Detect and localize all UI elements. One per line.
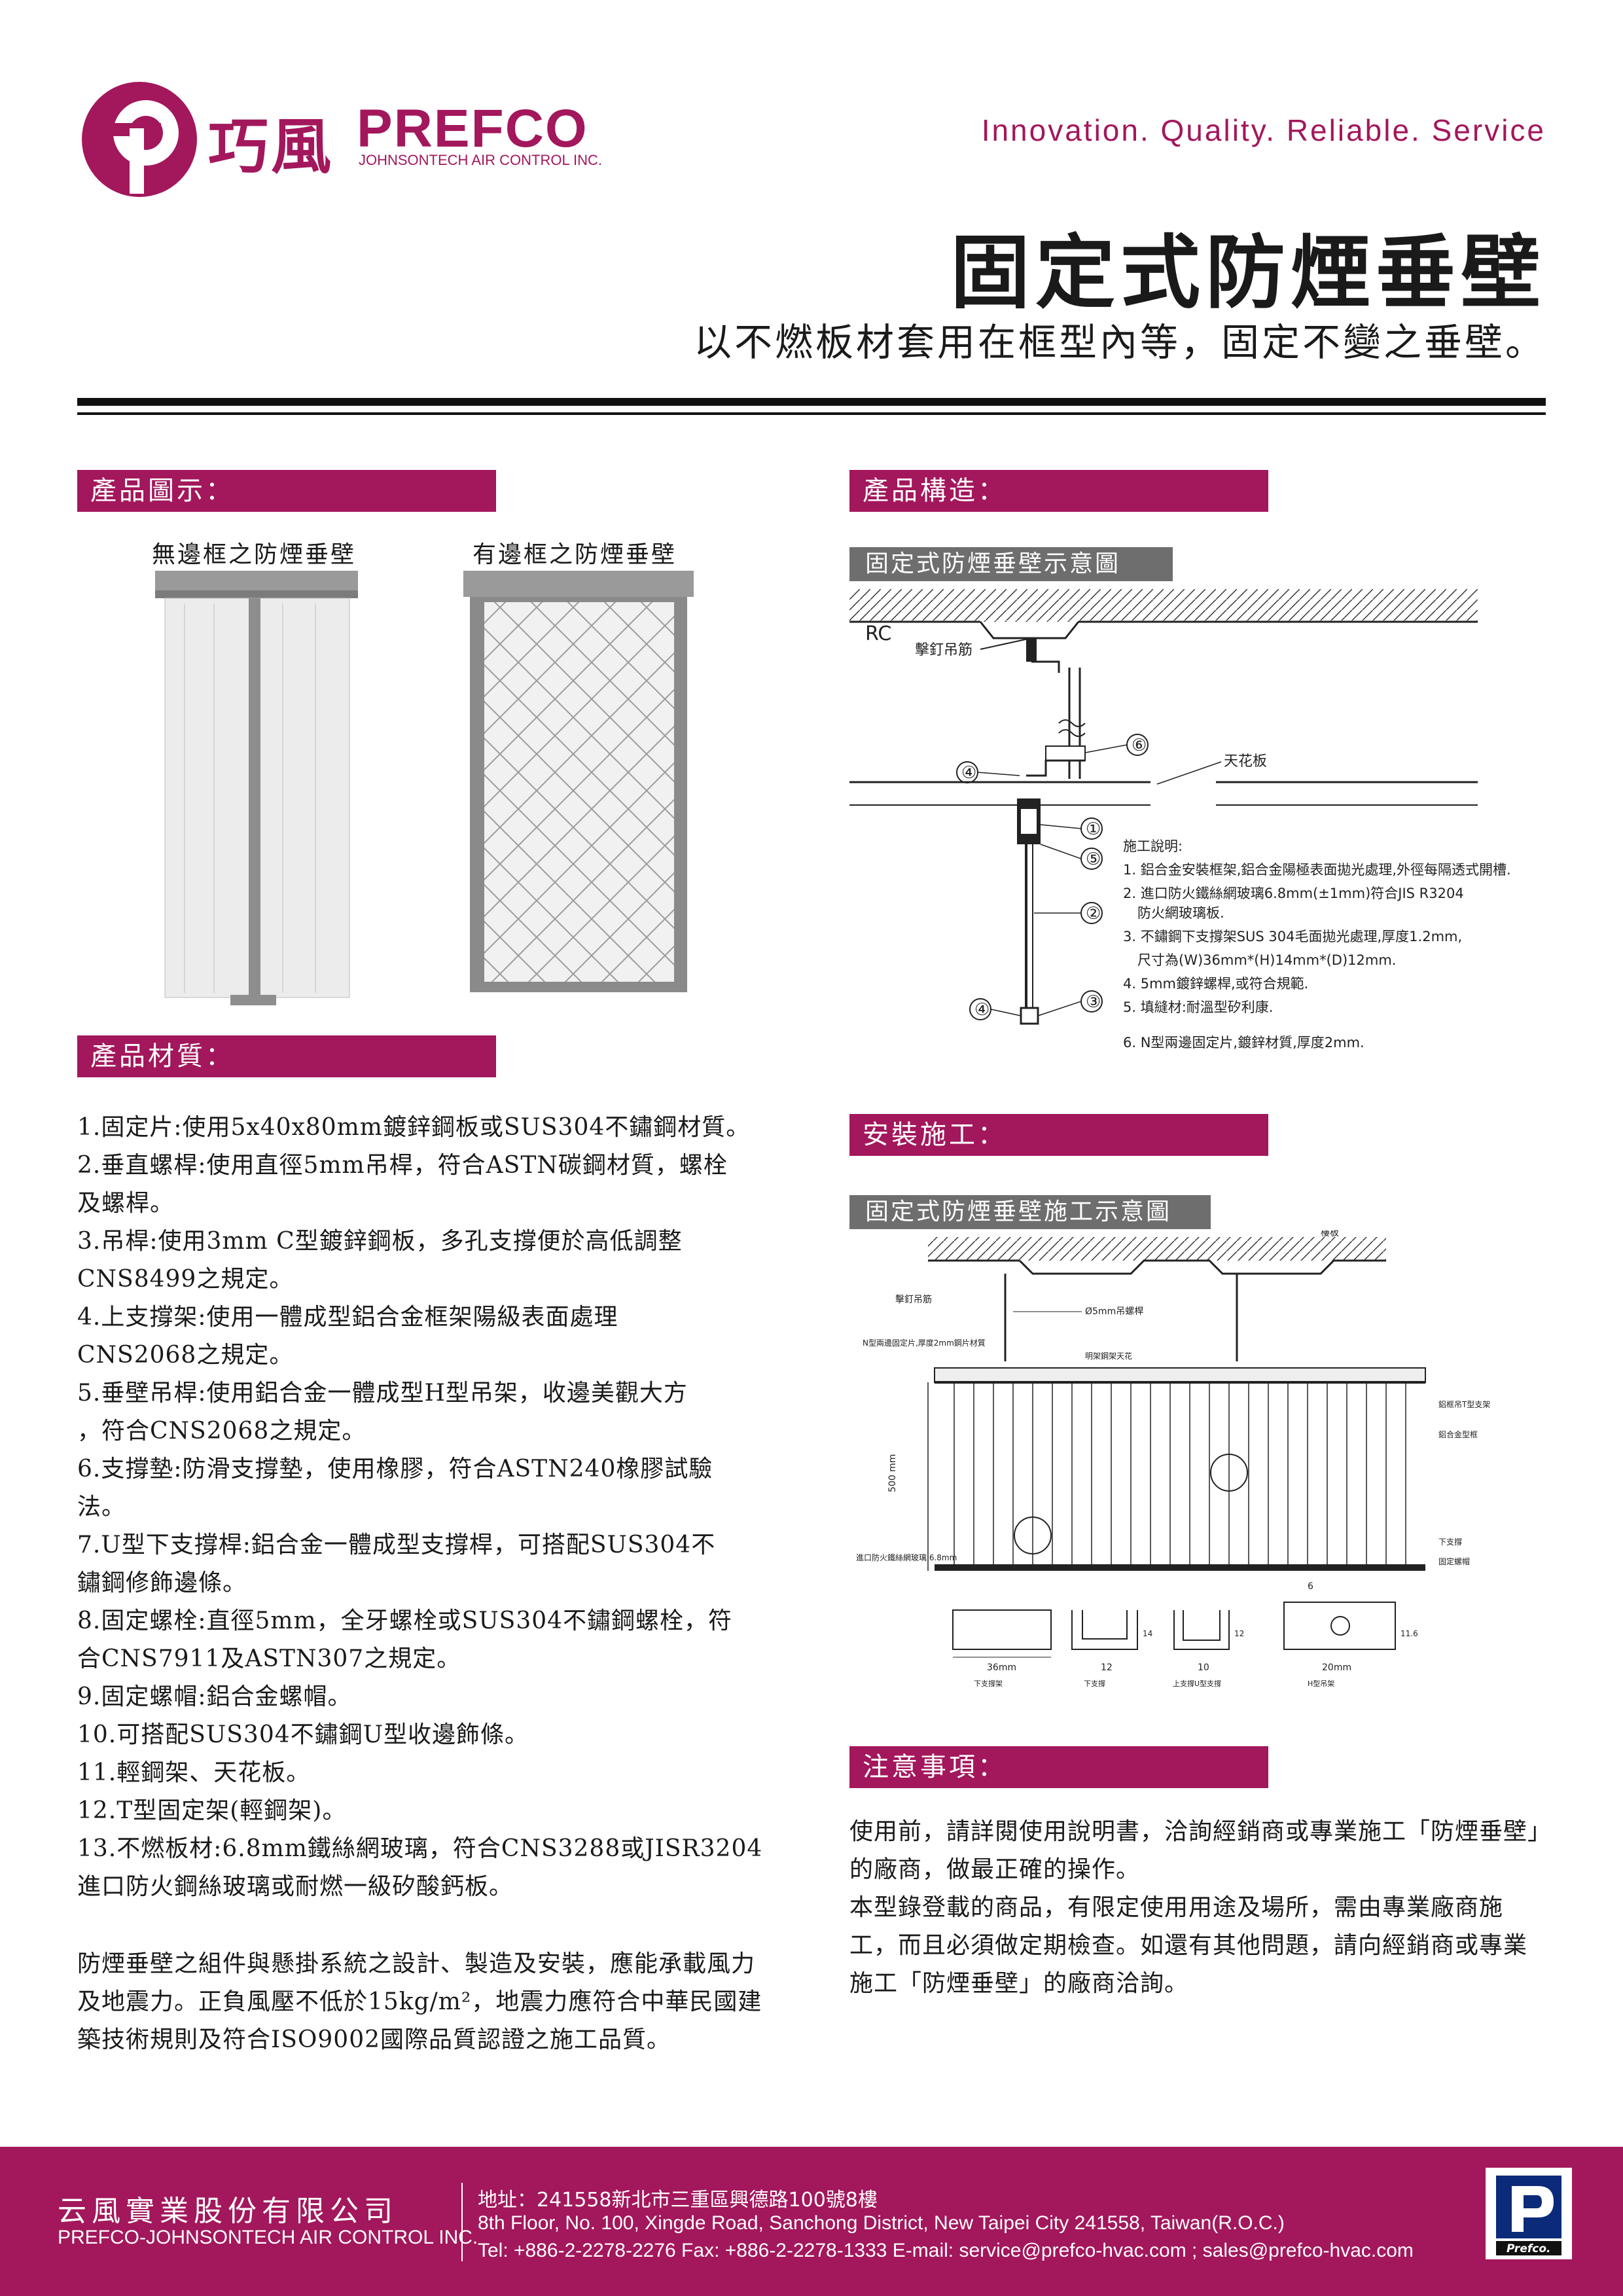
material-item: 12.T型固定架(輕鋼架)。 xyxy=(77,1797,347,1824)
notes-paragraph-2: 本型錄登載的商品，有限定使用用途及場所，需由專業廠商施工，而且必須做定期檢查。如… xyxy=(849,1894,1528,1997)
framed-smoke-barrier-photo xyxy=(463,571,694,992)
section-dim-1: 36mm xyxy=(987,1662,1016,1673)
install-diagram-tag: 固定式防煙垂壁施工示意圖 xyxy=(849,1195,1211,1229)
frameless-smoke-barrier-photo xyxy=(155,571,358,1005)
header-rule-thin xyxy=(77,412,1546,415)
footer-contact: Tel: +886-2-2278-2276 Fax: +886-2-2278-1… xyxy=(478,2240,1414,2261)
section-side-dim-3: 11.6 xyxy=(1400,1629,1418,1638)
footer-address-chinese: 地址：241558新北市三重區興德路100號8樓 xyxy=(478,2189,878,2212)
construction-note: 1. 鋁合金安裝框架,鋁合金陽極表面拋光處理,外徑每隔透式開槽. xyxy=(1123,862,1511,878)
construction-note: 4. 5mm鍍鋅螺桿,或符合規範. xyxy=(1123,976,1308,992)
material-item: 5.垂壁吊桿:使用鋁合金一體成型H型吊架，收邊美觀大方 ，符合CNS2068之規… xyxy=(77,1380,688,1444)
company-name-english: PREFCO-JOHNSONTECH AIR CONTROL INC. xyxy=(58,2227,478,2248)
section-dim-6: 6 xyxy=(1308,1581,1313,1592)
material-item: 4.上支撐架:使用一體成型鋁合金框架陽級表面處理 CNS2068之規定。 xyxy=(77,1304,618,1369)
logo-chinese-name: 巧風 xyxy=(208,112,334,182)
construction-note: 2. 進口防火鐵絲網玻璃6.8mm(±1mm)符合JIS R3204 xyxy=(1123,886,1464,901)
callout-5: ⑤ xyxy=(1086,850,1101,869)
logo-english-name: PREFCO xyxy=(357,99,588,158)
section-header-structure: 產品構造： xyxy=(849,470,1268,512)
callout-4: ④ xyxy=(961,763,976,783)
footer-logo-text: Prefco. xyxy=(1507,2242,1550,2255)
callout-3: ③ xyxy=(1086,992,1101,1012)
callout-4-bottom: ④ xyxy=(974,1000,990,1020)
construction-note: 尺寸為(W)36mm*(H)14mm*(D)12mm. xyxy=(1137,952,1396,968)
company-name-chinese: 云風實業股份有限公司 xyxy=(58,2195,398,2228)
section-side-dim-2: 12 xyxy=(1234,1629,1244,1638)
structure-diagram: RC 擊釘吊筋 ④ ⑥ ① ⑤ ② ③ ④ 天花板 施工說明: 1. 鋁合金安裝… xyxy=(849,589,1511,1050)
bottom-support-label: 下支撐 xyxy=(1438,1537,1462,1547)
rod-label: Ø5mm吊螺桿 xyxy=(1085,1306,1143,1317)
material-item: 10.可搭配SUS304不鏽鋼U型收邊飾條。 xyxy=(77,1721,529,1748)
notes-paragraph-1: 使用前，請詳閱使用說明書，洽詢經銷商或專業施工「防煙垂壁」的廠商，做最正確的操作… xyxy=(849,1818,1541,1883)
callout-2: ② xyxy=(1086,904,1101,924)
callout-1: ① xyxy=(1086,819,1101,839)
header-rule xyxy=(77,398,1546,406)
photo-caption-framed: 有邊框之防煙垂壁 xyxy=(473,541,677,568)
callout-6: ⑥ xyxy=(1132,736,1147,755)
prefco-footer-logo: Prefco. xyxy=(1486,2168,1572,2259)
tee-label: 明架鋼架天花 xyxy=(1085,1351,1132,1361)
glass-label: 進口防火鐵絲網玻璃 6.8mm xyxy=(856,1552,957,1562)
section-side-dim-1: 14 xyxy=(1143,1629,1152,1638)
footer-bar xyxy=(0,2147,1623,2296)
construction-note: 3. 不鏽鋼下支撐架SUS 304毛面拋光處理,厚度1.2mm, xyxy=(1123,929,1462,944)
construction-note: 防火網玻璃板. xyxy=(1137,905,1224,921)
page-subtitle: 以不燃板材套用在框型內等，固定不變之垂壁。 xyxy=(693,320,1546,365)
section-header-materials: 產品材質： xyxy=(77,1035,496,1077)
height-dimension: 500 mm xyxy=(887,1454,898,1492)
materials-list: 1.固定片:使用5x40x80mm鍍鋅鋼板或SUS304不鏽鋼材質。 2.垂直螺… xyxy=(77,1109,784,1906)
rc-label: RC xyxy=(865,622,891,645)
nut-label: 固定螺帽 xyxy=(1438,1556,1470,1566)
installation-diagram: 樓板 擊釘吊筋 Ø5mm吊螺桿 N型兩邊固定片,厚度2mm鋼片材質 明架鋼架天花… xyxy=(856,1230,1490,1688)
materials-compliance-note: 防煙垂壁之組件與懸掛系統之設計、製造及安裝，應能承載風力及地震力。正負風壓不低於… xyxy=(77,1950,762,2053)
section-dim-4: 20mm xyxy=(1322,1662,1351,1673)
material-item: 11.輕鋼架、天花板。 xyxy=(77,1759,311,1786)
n-bracket-label: N型兩邊固定片,厚度2mm鋼片材質 xyxy=(863,1338,986,1348)
material-item: 3.吊桿:使用3mm C型鍍鋅鋼板，多孔支撐便於高低調整 CNS8499之規定。 xyxy=(77,1228,683,1293)
material-item: 13.不燃板材:6.8mm鐵絲網玻璃，符合CNS3288或JISR3204 進口… xyxy=(77,1835,763,1900)
material-item: 2.垂直螺桿:使用直徑5mm吊桿，符合ASTN碳鋼材質，螺栓 及螺桿。 xyxy=(77,1152,728,1217)
footer-address-english: 8th Floor, No. 100, Xingde Road, Sanchon… xyxy=(478,2212,1285,2234)
material-item: 8.固定螺栓:直徑5mm，全牙螺栓或SUS304不鏽鋼螺栓，符 合CNS7911… xyxy=(77,1607,733,1672)
section-caption-4: H型吊架 xyxy=(1308,1679,1334,1688)
section-dim-2: 12 xyxy=(1101,1662,1113,1673)
construction-note: 6. N型兩邊固定片,鍍鋅材質,厚度2mm. xyxy=(1123,1035,1364,1050)
section-caption-3: 上支撐U型支撐 xyxy=(1173,1679,1221,1688)
ceiling-label: 天花板 xyxy=(1224,753,1267,770)
section-dim-3: 10 xyxy=(1198,1662,1209,1673)
anchor-label: 擊釘吊筋 xyxy=(915,642,972,658)
construction-notes-title: 施工說明: xyxy=(1123,838,1183,854)
slab-label: 樓板 xyxy=(1321,1230,1339,1238)
frame-right-label: 鋁框吊T型支架 xyxy=(1438,1400,1490,1409)
material-item: 7.U型下支撐桿:鋁合金一體成型支撐桿，可搭配SUS304不 鏽鋼修飾邊條。 xyxy=(77,1532,716,1596)
material-item: 1.固定片:使用5x40x80mm鍍鋅鋼板或SUS304不鏽鋼材質。 xyxy=(77,1114,751,1141)
material-item: 6.支撐墊:防滑支撐墊，使用橡膠，符合ASTN240橡膠試驗 法。 xyxy=(77,1456,713,1520)
logo-subtitle: JOHNSONTECH AIR CONTROL INC. xyxy=(359,152,602,168)
section-caption-1: 下支撐架 xyxy=(974,1679,1003,1688)
footer-divider xyxy=(461,2183,463,2261)
section-header-installation: 安裝施工： xyxy=(849,1114,1268,1156)
section-header-notes: 注意事項： xyxy=(849,1746,1268,1788)
company-slogan: Innovation. Quality. Reliable. Service xyxy=(981,113,1546,147)
prefco-logo-mark xyxy=(82,82,197,197)
material-item: 9.固定螺帽:鋁合金螺帽。 xyxy=(77,1683,352,1710)
page-title: 固定式防煙垂壁 xyxy=(950,225,1546,319)
photo-caption-frameless: 無邊框之防煙垂壁 xyxy=(152,541,357,568)
frame-right-label-2: 鋁合金型框 xyxy=(1438,1429,1478,1439)
structure-diagram-tag: 固定式防煙垂壁示意圖 xyxy=(849,547,1173,581)
section-caption-2: 下支撐 xyxy=(1084,1679,1105,1688)
section-header-product-images: 產品圖示： xyxy=(77,470,496,512)
anchor-label: 擊釘吊筋 xyxy=(895,1294,932,1305)
construction-note: 5. 填縫材:耐溫型矽利康. xyxy=(1123,999,1273,1015)
